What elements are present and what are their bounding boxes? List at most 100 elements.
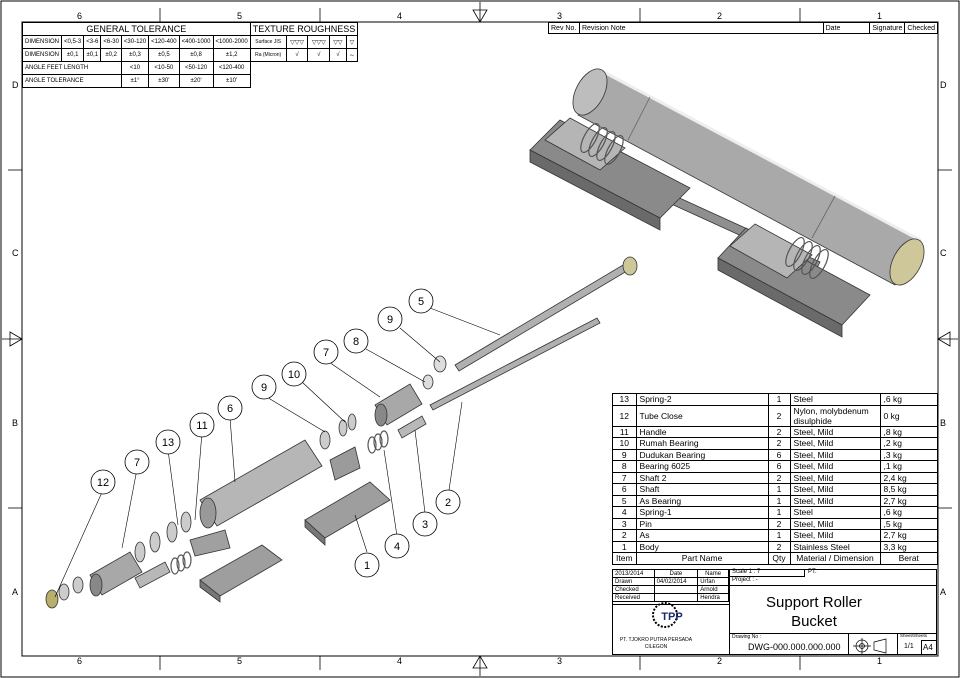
bom-qty: 1	[767, 529, 791, 542]
bom-qty: 6	[767, 448, 791, 461]
roughness-symbol: ▽▽	[329, 35, 347, 49]
pt-label: PT.	[808, 569, 817, 575]
bom-item: 7	[612, 471, 637, 484]
bom-part-name: Pin	[635, 517, 769, 530]
bom-weight: 2,7 kg	[879, 494, 939, 507]
zone-label-right: C	[940, 248, 947, 258]
title-divider	[729, 585, 937, 586]
exploded-view	[45, 256, 638, 609]
balloon-label: 5	[418, 296, 424, 308]
bom-header: Item	[612, 552, 637, 565]
tol-cell: ±0,2	[100, 48, 122, 62]
drawing-title-line1: Support Roller	[766, 594, 862, 611]
bom-qty: 1	[767, 393, 791, 406]
balloon-label: 2	[445, 497, 451, 509]
bom-weight: ,6 kg	[879, 393, 939, 406]
bom-material: Nylon, molybdenum disulphide	[789, 404, 881, 427]
bom-item: 9	[612, 448, 637, 461]
bom-part-name: Shaft	[635, 483, 769, 496]
roughness-symbol: √	[329, 48, 347, 62]
balloon-label: 4	[394, 541, 400, 553]
rev-no-header: Rev No.	[548, 22, 580, 34]
bom-material: Steel, Mild	[789, 483, 881, 496]
tol-cell: ±1°	[120, 74, 150, 88]
bom-header: Material / Dimension	[789, 552, 881, 565]
tol-cell: ±0,8	[178, 48, 214, 62]
tol-cell: <400-1000	[178, 35, 214, 49]
texture-roughness-title: TEXTURE ROUGHNESS	[249, 22, 359, 36]
zone-label-right: B	[940, 418, 947, 428]
zone-label-top: 6	[77, 11, 83, 21]
bom-material: Stainless Steel	[789, 540, 881, 553]
bom-part-name: Spring-1	[635, 506, 769, 519]
bom-qty: 2	[767, 404, 791, 427]
bom-item: 12	[612, 404, 637, 427]
bom-part-name: Dudukan Bearing	[635, 448, 769, 461]
zone-label-top: 2	[717, 11, 723, 21]
bom-part-name: Shaft 2	[635, 471, 769, 484]
bom-part-name: Tube Close	[635, 404, 769, 427]
bom-weight: 0 kg	[879, 404, 939, 427]
scale: Scale 1 : 7	[732, 569, 761, 575]
bom-item: 6	[612, 483, 637, 496]
bom-header: Qty	[767, 552, 791, 565]
zone-label-left: C	[12, 248, 19, 258]
balloon-label: 13	[162, 437, 174, 449]
zone-label-top: 5	[237, 11, 243, 21]
zone-label-bottom: 6	[77, 656, 83, 666]
bom-item: 13	[612, 393, 637, 406]
balloon-label: 8	[353, 336, 359, 348]
company-divider	[612, 604, 729, 605]
drawing-no-divider	[729, 633, 937, 634]
bom-item: 10	[612, 437, 637, 450]
tol-cell: <10-50	[148, 61, 180, 75]
rev-date-header: Date	[822, 22, 871, 34]
bom-material: Steel, Mild	[789, 471, 881, 484]
tol-cell: ±0,5	[148, 48, 180, 62]
roughness-label: Surface JIS	[249, 35, 287, 49]
tol-cell: ±0,1	[83, 48, 102, 62]
bom-item: 3	[612, 517, 637, 530]
drawing-no-label: Drawing No :	[732, 634, 761, 640]
bom-item: 5	[612, 494, 637, 507]
drawing-title-line2: Bucket	[791, 613, 837, 630]
tol-cell: <50-120	[178, 61, 214, 75]
roughness-symbol: √	[285, 48, 309, 62]
bom-qty: 2	[767, 425, 791, 438]
tol-cell: <120-400	[212, 61, 251, 75]
bom-qty: 2	[767, 517, 791, 530]
bom-weight: 2,4 kg	[879, 471, 939, 484]
zone-label-right: D	[940, 80, 947, 90]
bom-part-name: Body	[635, 540, 769, 553]
revision-table: Rev No. Revision Note Date Signature Che…	[548, 22, 938, 34]
balloon-label: 1	[364, 560, 370, 572]
roughness-label: Ra (Micron)	[249, 48, 287, 62]
balloon-label: 10	[288, 369, 300, 381]
tol-cell: ±20'	[178, 74, 214, 88]
tol-row-label: DIMENSION	[21, 48, 63, 62]
balloon-label: 9	[261, 382, 267, 394]
tol-cell: <3-6	[83, 35, 102, 49]
balloon-label: 9	[387, 314, 393, 326]
zone-label-right: A	[940, 587, 947, 597]
bom-material: Steel, Mild	[789, 517, 881, 530]
bom-material: Steel, Mild	[789, 425, 881, 438]
general-tolerance-table: GENERAL TOLERANCE TEXTURE ROUGHNESS DIME…	[21, 22, 359, 88]
zone-ticks	[8, 8, 952, 670]
tol-cell: ±10'	[212, 74, 251, 88]
roughness-symbol: ∼	[345, 48, 359, 62]
zone-label-bottom: 5	[237, 656, 243, 666]
tol-cell: ±30'	[148, 74, 180, 88]
zone-label-top: 3	[557, 11, 563, 21]
balloon-label: 11	[196, 420, 207, 432]
tol-row-label: ANGLE TOLERANCE	[22, 74, 122, 88]
